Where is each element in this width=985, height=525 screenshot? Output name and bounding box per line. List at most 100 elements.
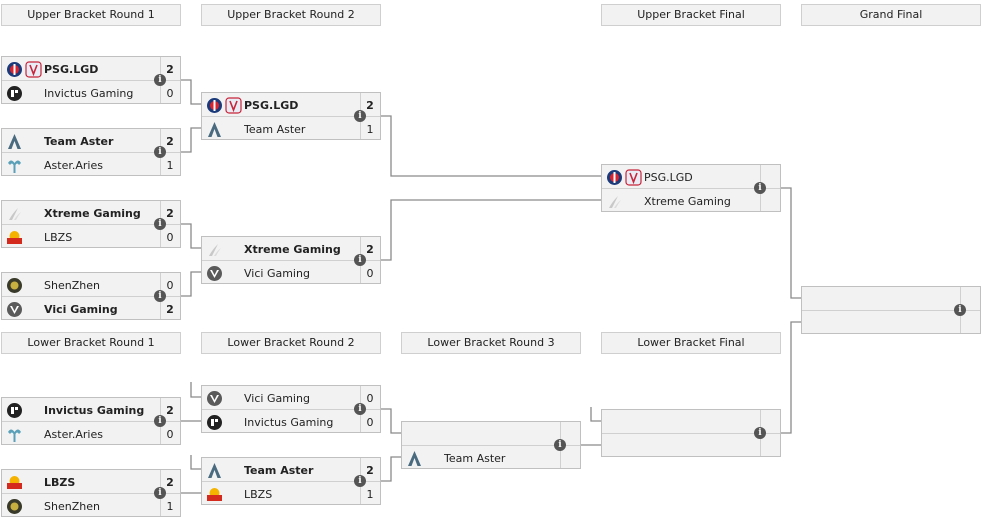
row-divider	[402, 445, 580, 446]
team-score: 0	[366, 266, 374, 280]
info-icon[interactable]: i	[154, 74, 166, 86]
info-icon[interactable]: i	[554, 439, 566, 451]
invictus-gaming-logo	[206, 414, 223, 431]
header-lower-bracket-round-2: Lower Bracket Round 2	[201, 332, 381, 354]
info-icon[interactable]: i	[354, 403, 366, 415]
info-icon[interactable]: i	[154, 146, 166, 158]
match-lb-final[interactable]: i	[601, 409, 781, 457]
match-grand-final[interactable]: i	[801, 286, 981, 334]
team-score: 2	[166, 62, 174, 76]
vici-gaming-logo	[6, 301, 23, 318]
info-icon[interactable]: i	[154, 487, 166, 499]
team-row-bottom	[602, 435, 780, 457]
team-score: 0	[166, 427, 174, 441]
row-divider	[202, 260, 380, 261]
info-icon[interactable]: i	[354, 254, 366, 266]
info-icon[interactable]: i	[354, 110, 366, 122]
info-icon[interactable]: i	[754, 182, 766, 194]
team-row-bottom: Team Aster	[402, 447, 580, 469]
row-divider	[2, 80, 180, 81]
team-logo-slot	[2, 301, 44, 318]
team-logo-slot	[202, 390, 244, 407]
info-icon[interactable]: i	[754, 427, 766, 439]
team-logo-slot	[2, 60, 44, 78]
team-name: Team Aster	[244, 122, 306, 136]
team-name: PSG.LGD	[644, 170, 693, 184]
vici-gaming-logo	[206, 265, 223, 282]
team-logo-slot	[2, 205, 44, 222]
team-row-top	[802, 288, 980, 310]
team-score: 1	[166, 499, 174, 513]
team-score: 2	[366, 242, 374, 256]
team-logo-slot	[2, 133, 44, 150]
team-name: Aster.Aries	[44, 427, 103, 441]
team-logo-slot	[202, 265, 244, 282]
team-logo-slot	[602, 168, 644, 186]
info-icon[interactable]: i	[154, 218, 166, 230]
info-icon[interactable]: i	[354, 475, 366, 487]
row-divider	[2, 421, 180, 422]
team-score: 2	[166, 134, 174, 148]
team-score: 0	[366, 391, 374, 405]
row-divider	[202, 481, 380, 482]
team-name: LBZS	[44, 230, 73, 244]
team-logo-slot	[202, 241, 244, 258]
header-grand-final: Grand Final	[801, 4, 981, 26]
team-name: ShenZhen	[44, 278, 100, 292]
header-upper-bracket-round-2: Upper Bracket Round 2	[201, 4, 381, 26]
aster-aries-logo	[6, 157, 23, 174]
info-icon[interactable]: i	[154, 290, 166, 302]
team-name: PSG.LGD	[244, 98, 299, 112]
team-row-top: Team Aster 2	[202, 459, 380, 481]
header-lower-bracket-round-1: Lower Bracket Round 1	[1, 332, 181, 354]
team-logo-slot	[202, 462, 244, 479]
team-name: Team Aster	[244, 463, 314, 477]
row-divider	[2, 493, 180, 494]
team-logo-slot	[2, 474, 44, 491]
lgd-logo	[625, 168, 642, 186]
row-divider	[2, 152, 180, 153]
team-score: 1	[366, 487, 374, 501]
aster-aries-logo	[6, 426, 23, 443]
lgd-logo	[25, 60, 42, 78]
team-name: ShenZhen	[44, 499, 100, 513]
team-row-top: LBZS 2	[2, 471, 180, 493]
info-icon[interactable]: i	[154, 415, 166, 427]
team-logo-slot	[202, 96, 244, 114]
team-logo-slot	[2, 85, 44, 102]
team-logo-slot	[2, 498, 44, 515]
shenzhen-logo	[6, 277, 23, 294]
team-score: 0	[166, 230, 174, 244]
invictus-gaming-logo	[6, 85, 23, 102]
team-name: Xtreme Gaming	[44, 206, 141, 220]
info-icon[interactable]: i	[954, 304, 966, 316]
shenzhen-logo	[6, 498, 23, 515]
team-logo-slot	[602, 193, 644, 210]
vici-gaming-logo	[206, 390, 223, 407]
team-score: 2	[166, 475, 174, 489]
invictus-gaming-logo	[6, 402, 23, 419]
team-score: 2	[366, 463, 374, 477]
team-name: LBZS	[44, 475, 76, 489]
team-name: Invictus Gaming	[244, 415, 334, 429]
